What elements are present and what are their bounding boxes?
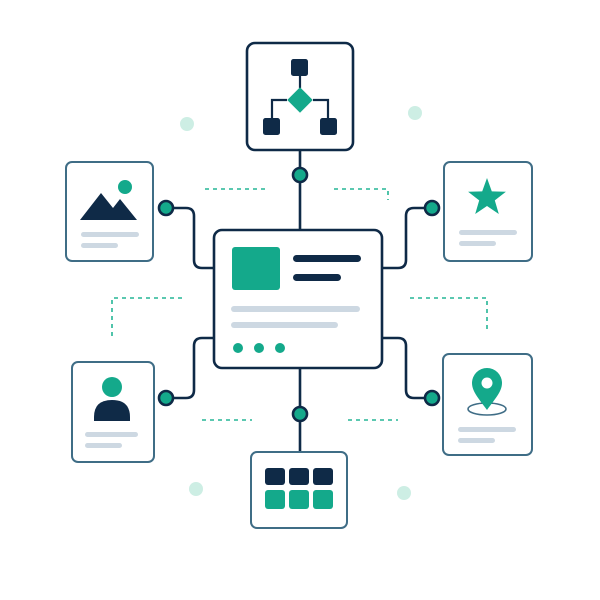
connector-left-bottom bbox=[166, 336, 214, 400]
card-text-line bbox=[459, 230, 517, 235]
right-top-card bbox=[443, 161, 533, 262]
user-head bbox=[102, 377, 122, 397]
left-bottom-card bbox=[71, 361, 155, 463]
mountain-shape bbox=[80, 193, 137, 220]
decor-dot bbox=[408, 106, 422, 120]
bottom-card bbox=[250, 451, 348, 529]
content-layout-icon bbox=[231, 247, 361, 353]
flowchart-node bbox=[291, 59, 308, 76]
top-card bbox=[245, 41, 355, 152]
decorative-dots bbox=[180, 106, 422, 500]
pin-body bbox=[472, 368, 502, 410]
center-card-dot bbox=[275, 343, 285, 353]
card-text-line bbox=[458, 438, 495, 443]
grid-blocks-icon bbox=[265, 468, 333, 509]
dashed-guide bbox=[334, 188, 389, 200]
decor-dot bbox=[180, 117, 194, 131]
center-card bbox=[212, 228, 384, 370]
connector-right-bottom bbox=[382, 336, 432, 400]
grid-block bbox=[313, 468, 333, 485]
card-text-line bbox=[85, 443, 122, 448]
image-landscape-icon bbox=[80, 180, 137, 220]
left-top-card bbox=[65, 161, 154, 262]
right-bottom-card bbox=[442, 353, 533, 456]
connector-node bbox=[423, 389, 441, 407]
user-body bbox=[94, 400, 130, 421]
card-text-line bbox=[81, 232, 139, 237]
flowchart-node bbox=[320, 118, 337, 135]
connectors bbox=[166, 150, 432, 452]
card-text-line bbox=[85, 432, 138, 437]
flowchart-lines bbox=[270, 76, 330, 118]
connector-node bbox=[157, 389, 175, 407]
grid-block bbox=[265, 490, 285, 509]
dashed-guide bbox=[410, 297, 488, 333]
flowchart-node bbox=[263, 118, 280, 135]
center-card-title-line bbox=[293, 274, 341, 281]
location-pin-icon bbox=[467, 368, 507, 416]
grid-block bbox=[265, 468, 285, 485]
center-card-title-line bbox=[293, 255, 361, 262]
center-card-thumbnail bbox=[232, 247, 280, 290]
sun-shape bbox=[118, 180, 132, 194]
connector-node bbox=[291, 405, 309, 423]
right-top-card-frame bbox=[443, 161, 533, 262]
center-card-dot bbox=[233, 343, 243, 353]
dashed-guides bbox=[111, 188, 488, 421]
center-card-dot bbox=[254, 343, 264, 353]
star-icon bbox=[468, 178, 506, 214]
card-text-line bbox=[458, 427, 516, 432]
flowchart-decision bbox=[287, 87, 313, 113]
center-card-text-line bbox=[231, 322, 338, 328]
grid-block bbox=[313, 490, 333, 509]
connector-right-top bbox=[382, 206, 432, 270]
dashed-guide bbox=[111, 297, 185, 336]
grid-block bbox=[289, 490, 309, 509]
connector-node bbox=[423, 199, 441, 217]
connector-left-top bbox=[166, 206, 214, 270]
connector-node bbox=[291, 166, 309, 184]
grid-block bbox=[289, 468, 309, 485]
card-text-line bbox=[81, 243, 118, 248]
decor-dot bbox=[189, 482, 203, 496]
card-text-line bbox=[459, 241, 496, 246]
connector-nodes bbox=[157, 166, 441, 423]
pin-hole bbox=[481, 377, 493, 389]
decor-dot bbox=[397, 486, 411, 500]
flowchart-icon bbox=[263, 59, 337, 135]
connector-node bbox=[157, 199, 175, 217]
center-card-text-line bbox=[231, 306, 360, 312]
user-profile-icon bbox=[94, 377, 130, 421]
